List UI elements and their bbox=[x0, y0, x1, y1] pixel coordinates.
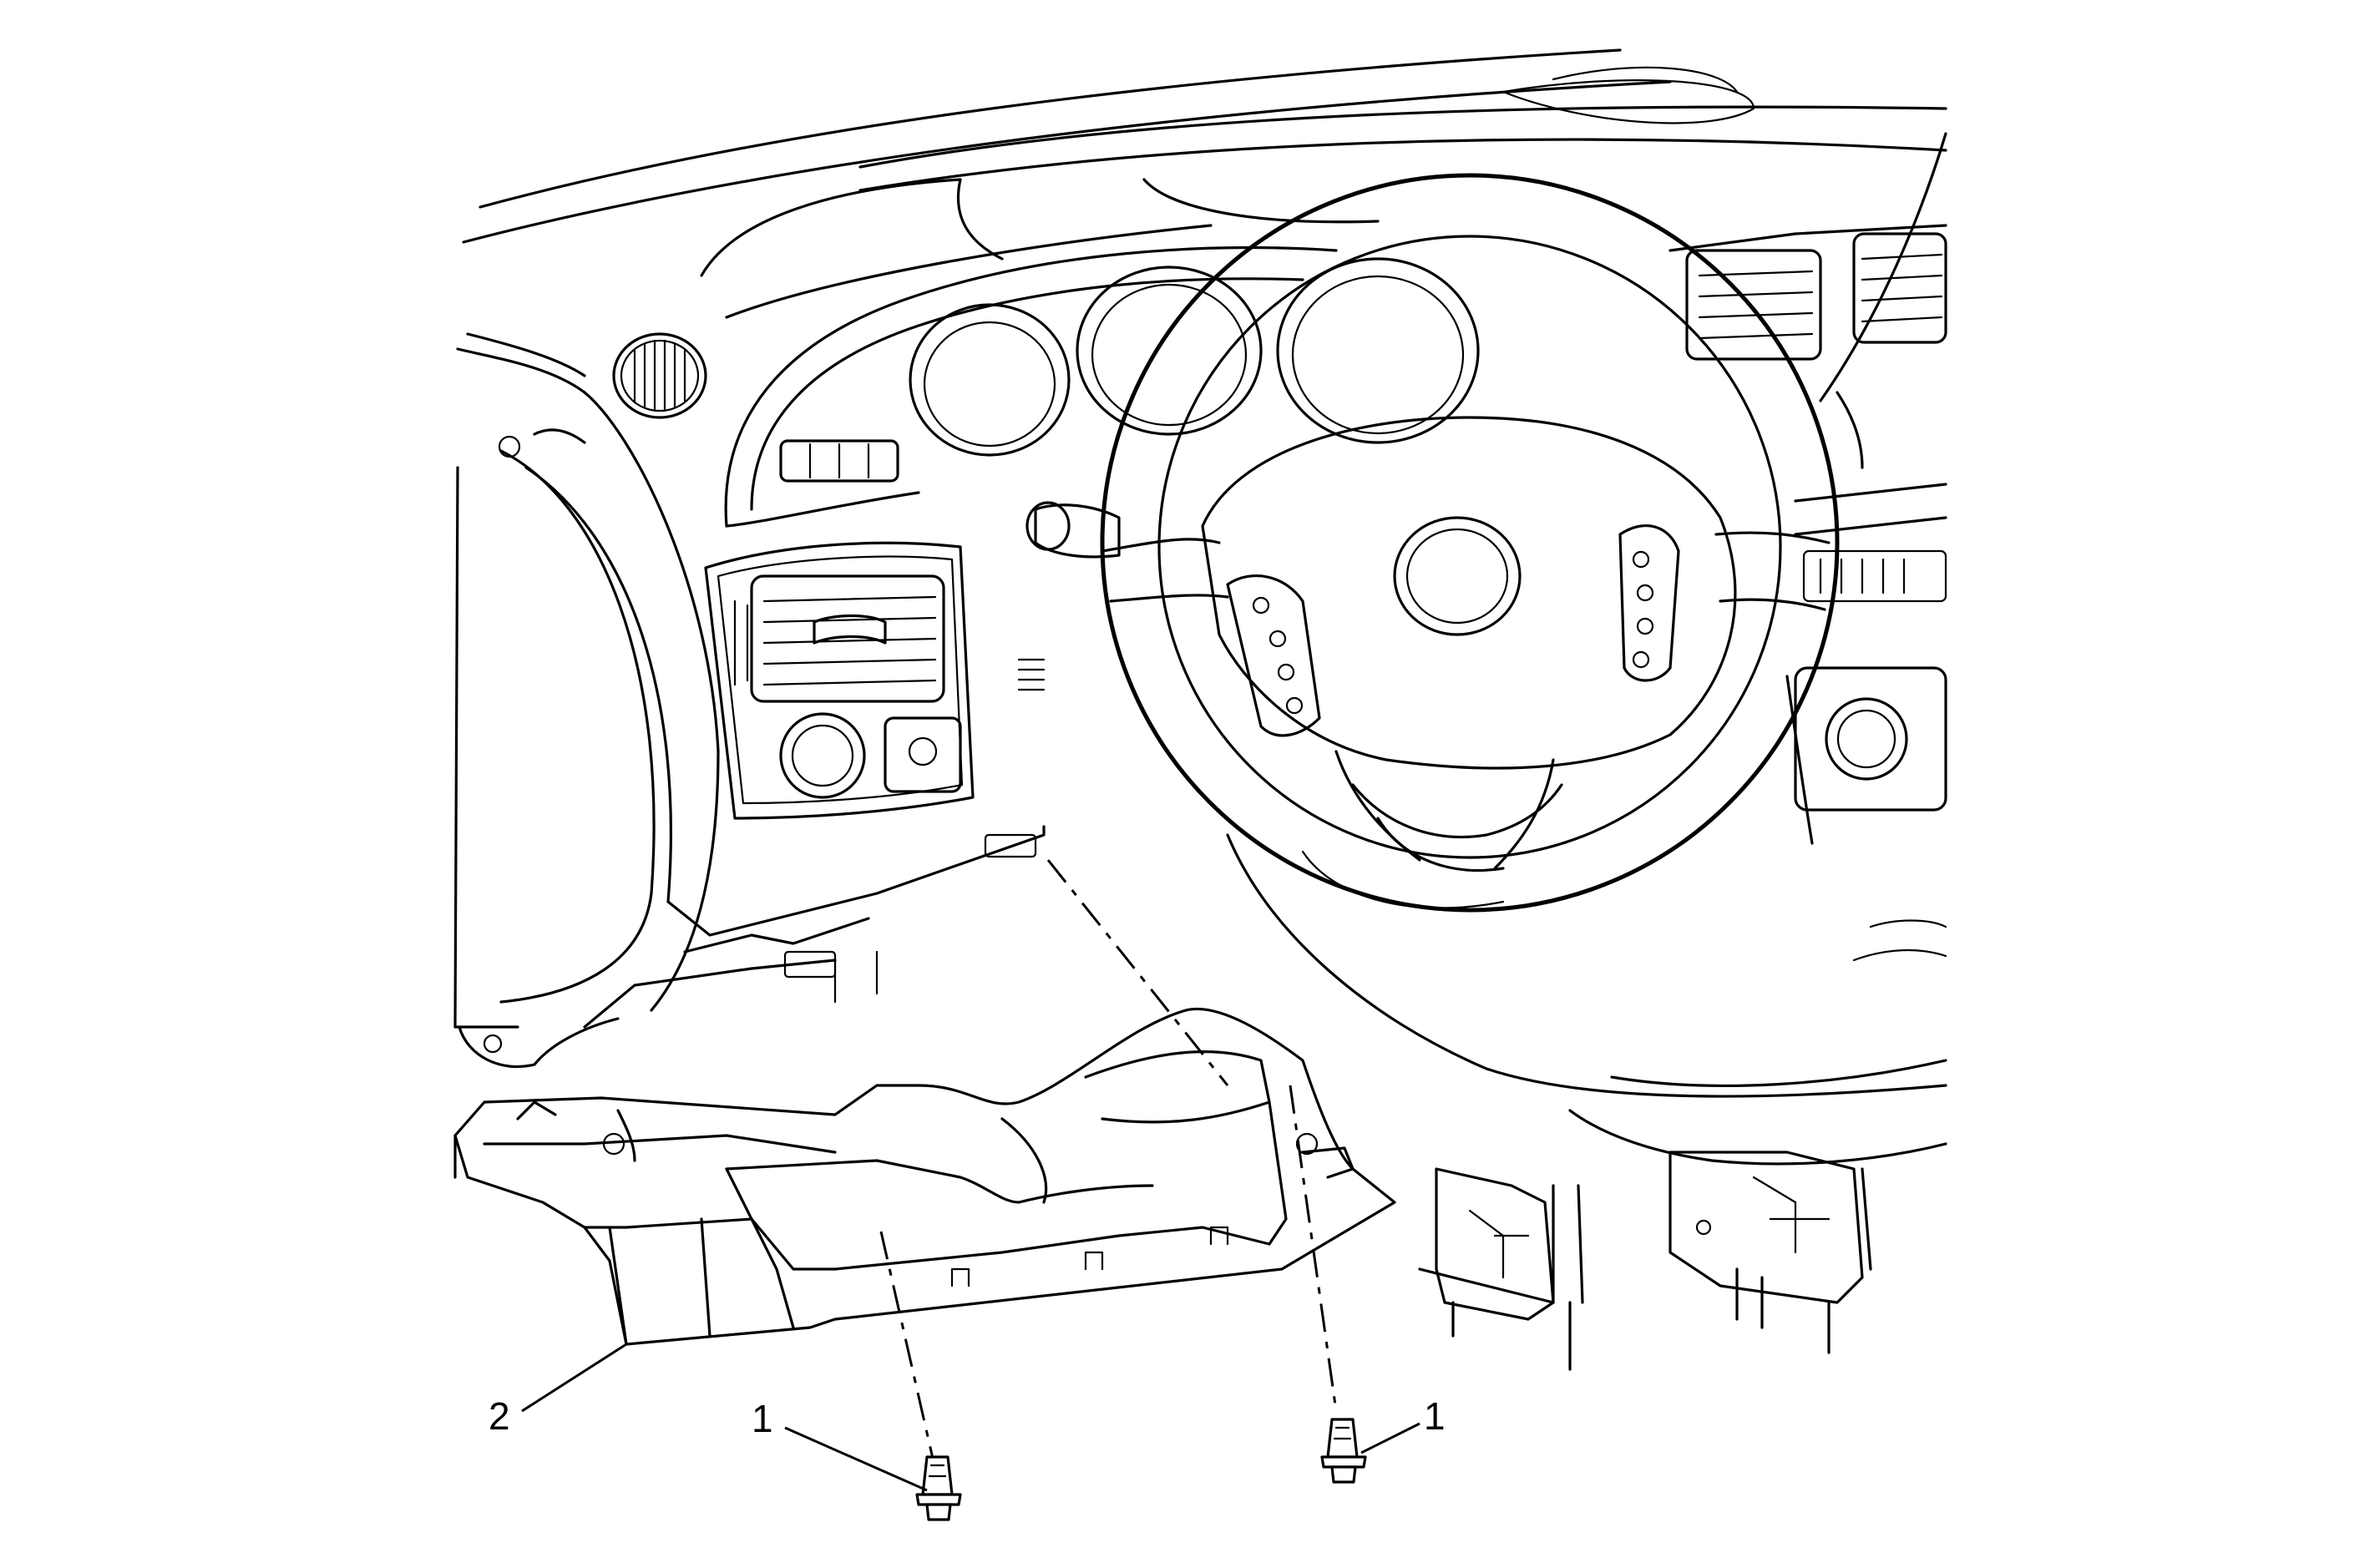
steering-wheel bbox=[1100, 173, 1840, 913]
knee-bolster-panel bbox=[453, 1007, 1396, 1346]
cluster-hood bbox=[724, 246, 1480, 528]
turn-signal-stalk bbox=[1025, 501, 1121, 559]
lower-left-brackets bbox=[583, 825, 1046, 1029]
left-vent-bezel bbox=[704, 541, 1046, 820]
callout-leaders bbox=[521, 1343, 1420, 1492]
callout-label-fastener-right: 1 bbox=[1424, 1394, 1446, 1438]
fastener-right bbox=[1320, 1418, 1367, 1484]
left-side-trim bbox=[453, 332, 720, 1069]
callout-label-panel: 2 bbox=[489, 1394, 510, 1438]
speaker-grille bbox=[612, 332, 707, 419]
alignment-lines bbox=[879, 859, 1338, 1470]
dash-top bbox=[462, 48, 1947, 402]
lower-dash bbox=[1226, 833, 1947, 1166]
right-brackets bbox=[1418, 1151, 1872, 1371]
fastener-left bbox=[915, 1455, 962, 1521]
callout-label-fastener-left: 1 bbox=[752, 1397, 773, 1440]
steering-column bbox=[1301, 783, 1563, 909]
center-stack bbox=[1669, 224, 1947, 845]
